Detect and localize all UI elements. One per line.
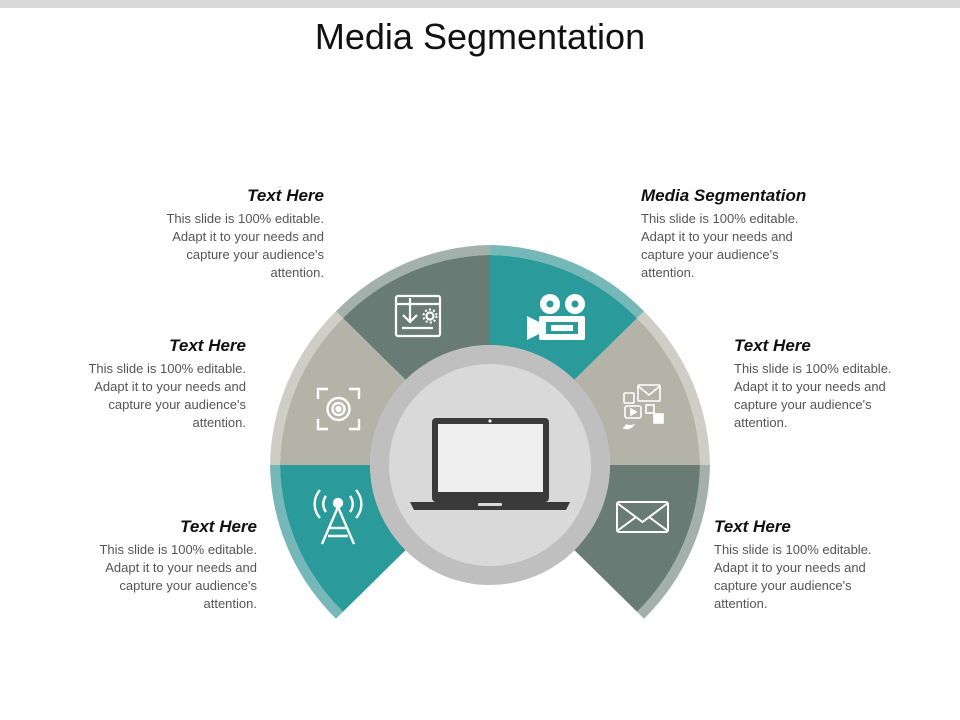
segment-top-left [336, 245, 490, 381]
segment-bottom-left-wedge [280, 465, 406, 612]
text-block-mid-right: Text Here This slide is 100% editable. A… [734, 336, 904, 432]
text-block-heading: Text Here [714, 517, 791, 536]
segment-top-left-wedge [343, 255, 490, 381]
segment-bottom-right [574, 465, 710, 619]
laptop-icon [410, 418, 570, 510]
text-block-top-right: Media Segmentation This slide is 100% ed… [641, 186, 841, 282]
page-title: Media Segmentation [314, 16, 646, 57]
text-block-mid-left: Text Here This slide is 100% editable. A… [56, 336, 246, 432]
segment-bottom-left [270, 465, 406, 619]
segment-top-left-rim [336, 245, 490, 319]
text-block-heading: Text Here [734, 336, 811, 355]
social-media-icon [622, 384, 664, 430]
text-block-heading: Text Here [180, 517, 257, 536]
download-settings-icon [394, 294, 442, 338]
text-block-heading: Text Here [247, 186, 324, 205]
text-block-heading: Media Segmentation [641, 186, 807, 205]
text-block-bottom-right: Text Here This slide is 100% editable. A… [714, 517, 884, 613]
text-block-bottom-left: Text Here This slide is 100% editable. A… [67, 517, 257, 613]
segment-mid-left-rim [270, 311, 343, 465]
text-block-body: This slide is 100% editable. Adapt it to… [88, 361, 246, 430]
top-bar [0, 0, 960, 8]
focus-target-icon [316, 387, 361, 431]
segment-mid-right-wedge [574, 318, 700, 465]
text-block-top-left: Text Here This slide is 100% editable. A… [134, 186, 324, 282]
text-block-body: This slide is 100% editable. Adapt it to… [166, 211, 324, 280]
segment-mid-right-rim [637, 311, 710, 465]
text-block-body: This slide is 100% editable. Adapt it to… [714, 542, 872, 611]
envelope-icon [616, 501, 669, 533]
segment-mid-left-wedge [280, 318, 406, 465]
segment-bottom-left-rim [270, 465, 343, 619]
segment-bottom-right-rim [637, 465, 710, 619]
video-camera-icon [527, 294, 585, 340]
text-block-body: This slide is 100% editable. Adapt it to… [734, 361, 892, 430]
text-block-body: This slide is 100% editable. Adapt it to… [641, 211, 799, 280]
text-block-body: This slide is 100% editable. Adapt it to… [99, 542, 257, 611]
segment-mid-left [270, 311, 406, 465]
segment-mid-right [574, 311, 710, 465]
broadcast-tower-icon [313, 489, 363, 545]
segment-top-right-rim [490, 245, 644, 319]
segment-bottom-right-wedge [574, 465, 700, 612]
text-block-heading: Text Here [169, 336, 246, 355]
